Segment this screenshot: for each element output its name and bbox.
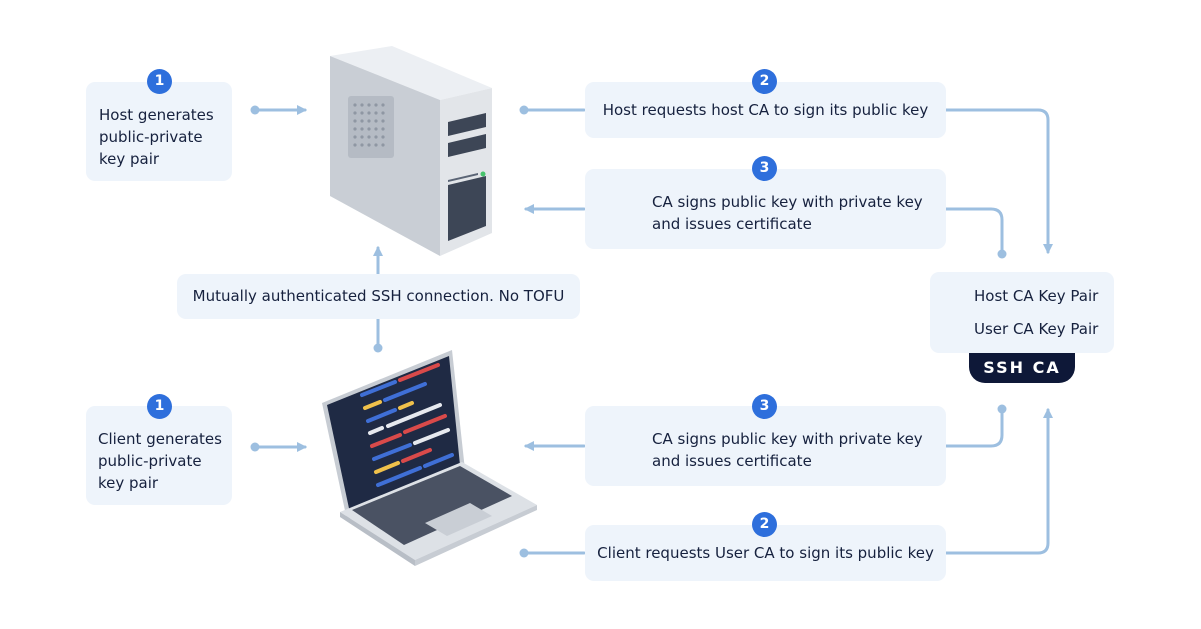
ca-sign-client-text: CA signs public key with private key and… xyxy=(652,430,923,470)
host-generate-text: Host generates public-private key pair xyxy=(99,106,214,168)
ca-sign-host-text: CA signs public key with private key and… xyxy=(652,193,923,233)
step-badge-ca-sign-host: 3 xyxy=(752,156,777,181)
arrow-ca-sign-host-right xyxy=(944,207,1004,254)
step-badge-host-request: 2 xyxy=(752,69,777,94)
arrow-host-request-right xyxy=(944,108,1053,254)
step-badge-client-request: 2 xyxy=(752,512,777,537)
step-badge-ca-sign-client: 3 xyxy=(752,394,777,419)
client-generate-box: Client generates public-private key pair xyxy=(86,406,232,505)
host-ca-key-label: Host CA Key Pair xyxy=(974,287,1099,305)
mutual-auth-box: Mutually authenticated SSH connection. N… xyxy=(177,274,580,319)
arrow-client-request-right xyxy=(944,408,1053,555)
host-request-box: Host requests host CA to sign its public… xyxy=(585,82,946,138)
client-generate-text: Client generates public-private key pair xyxy=(98,430,222,492)
user-ca-key-label: User CA Key Pair xyxy=(974,320,1099,338)
ca-sign-host-box: CA signs public key with private key and… xyxy=(585,169,946,249)
client-request-text: Client requests User CA to sign its publ… xyxy=(597,544,934,562)
host-request-text: Host requests host CA to sign its public… xyxy=(602,101,929,119)
ssh-ca-label: SSH CA xyxy=(969,353,1075,383)
laptop-icon xyxy=(322,350,537,566)
client-request-box: Client requests User CA to sign its publ… xyxy=(585,525,946,581)
mutual-auth-text: Mutually authenticated SSH connection. N… xyxy=(192,287,565,305)
step-badge-client-generate: 1 xyxy=(147,394,172,419)
server-tower-icon xyxy=(330,46,492,256)
arrow-ca-sign-client-right xyxy=(944,408,1004,448)
ca-sign-client-box: CA signs public key with private key and… xyxy=(585,406,946,486)
step-badge-host-generate: 1 xyxy=(147,69,172,94)
host-generate-box: Host generates public-private key pair xyxy=(86,82,232,181)
ssh-ca-box xyxy=(930,272,1114,353)
